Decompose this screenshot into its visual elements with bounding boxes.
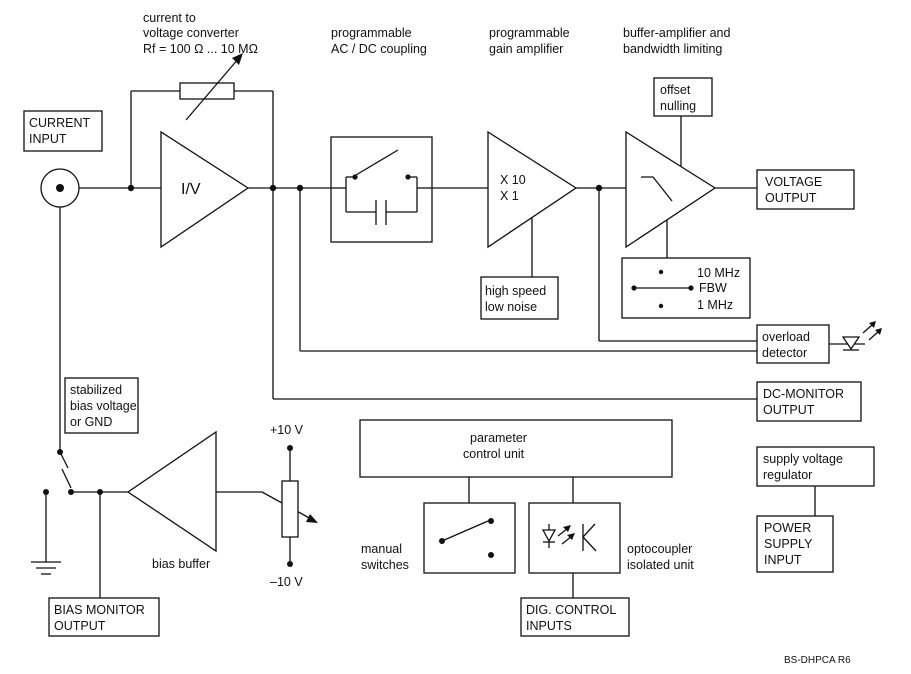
ground-icon xyxy=(31,561,61,575)
svg-text:DC-MONITOR: DC-MONITOR xyxy=(763,387,844,401)
svg-text:INPUTS: INPUTS xyxy=(526,619,572,633)
svg-text:isolated unit: isolated unit xyxy=(627,558,694,572)
svg-text:optocoupler: optocoupler xyxy=(627,542,692,556)
svg-text:high speed: high speed xyxy=(485,284,546,298)
svg-text:programmable: programmable xyxy=(331,26,412,40)
input-connector-icon xyxy=(40,168,80,208)
svg-text:I/V: I/V xyxy=(181,181,201,198)
svg-text:offset: offset xyxy=(660,83,691,97)
svg-text:FBW: FBW xyxy=(699,281,727,295)
iv-amplifier: I/V xyxy=(160,130,250,249)
dc-monitor-output-box: DC-MONITOR OUTPUT xyxy=(756,381,862,422)
revision-label: BS-DHPCA R6 xyxy=(784,655,851,666)
signal-wires xyxy=(79,90,757,400)
svg-text:+10 V: +10 V xyxy=(270,423,304,437)
svg-text:voltage converter: voltage converter xyxy=(143,26,239,40)
svg-text:10 MHz: 10 MHz xyxy=(697,266,740,280)
svg-text:buffer-amplifier and: buffer-amplifier and xyxy=(623,26,731,40)
svg-text:low noise: low noise xyxy=(485,300,537,314)
feedback-resistor-icon xyxy=(179,53,243,121)
svg-text:INPUT: INPUT xyxy=(764,553,802,567)
svg-text:bias buffer: bias buffer xyxy=(152,557,210,571)
buffer-amplifier xyxy=(625,116,717,258)
svg-text:OUTPUT: OUTPUT xyxy=(763,403,815,417)
svg-text:OUTPUT: OUTPUT xyxy=(54,619,106,633)
svg-text:CURRENT: CURRENT xyxy=(29,116,90,130)
svg-text:VOLTAGE: VOLTAGE xyxy=(765,175,822,189)
svg-text:regulator: regulator xyxy=(763,468,812,482)
svg-text:current to: current to xyxy=(143,11,196,25)
svg-text:X 1: X 1 xyxy=(500,189,519,203)
bias-select-box: stabilized bias voltage or GND xyxy=(64,377,139,434)
led-icon xyxy=(829,321,882,351)
svg-text:or GND: or GND xyxy=(70,415,112,429)
svg-text:bias voltage: bias voltage xyxy=(70,399,137,413)
noise-mode-box: high speed low noise xyxy=(480,276,559,320)
bias-monitor-output-box: BIAS MONITOR OUTPUT xyxy=(48,597,160,637)
junction-dots xyxy=(127,184,603,192)
svg-text:switches: switches xyxy=(361,558,409,572)
ac-dc-coupling-block xyxy=(330,136,433,243)
svg-text:X 10: X 10 xyxy=(500,173,526,187)
gain-heading: programmable gain amplifier xyxy=(489,26,570,56)
svg-text:overload: overload xyxy=(762,330,810,344)
svg-text:–10 V: –10 V xyxy=(270,575,303,589)
bias-switch-contacts xyxy=(43,449,103,495)
dig-control-inputs-box: DIG. CONTROL INPUTS xyxy=(520,597,630,637)
voltage-output-box: VOLTAGE OUTPUT xyxy=(756,169,855,210)
coupling-heading: programmable AC / DC coupling xyxy=(331,26,427,56)
svg-text:1 MHz: 1 MHz xyxy=(697,298,733,312)
svg-text:BIAS MONITOR: BIAS MONITOR xyxy=(54,603,145,617)
current-input-box: CURRENT INPUT xyxy=(23,110,103,152)
svg-text:SUPPLY: SUPPLY xyxy=(764,537,813,551)
overload-detector-box: overload detector xyxy=(756,324,830,364)
svg-text:bandwidth limiting: bandwidth limiting xyxy=(623,42,722,56)
bandwidth-selector-box: 10 MHz FBW 1 MHz xyxy=(621,257,751,319)
svg-text:parameter: parameter xyxy=(470,431,527,445)
svg-text:POWER: POWER xyxy=(764,521,811,535)
parameter-control-box: parameter control unit xyxy=(359,419,673,503)
svg-text:INPUT: INPUT xyxy=(29,132,67,146)
gain-amplifier: X 10 X 1 xyxy=(487,130,578,277)
bias-potentiometer-icon: +10 V –10 V xyxy=(270,423,304,589)
svg-text:stabilized: stabilized xyxy=(70,383,122,397)
svg-text:Rf = 100 Ω ... 10 MΩ: Rf = 100 Ω ... 10 MΩ xyxy=(143,42,258,56)
optocoupler-box: optocoupler isolated unit xyxy=(528,502,694,598)
offset-nulling-box: offset nulling xyxy=(653,77,713,117)
svg-text:detector: detector xyxy=(762,346,807,360)
supply-regulator-box: supply voltage regulator xyxy=(756,446,875,516)
svg-text:manual: manual xyxy=(361,542,402,556)
svg-text:nulling: nulling xyxy=(660,99,696,113)
buffer-heading: buffer-amplifier and bandwidth limiting xyxy=(623,26,731,56)
svg-text:OUTPUT: OUTPUT xyxy=(765,191,817,205)
power-supply-input-box: POWER SUPPLY INPUT xyxy=(756,515,834,573)
svg-text:supply voltage: supply voltage xyxy=(763,452,843,466)
svg-text:control unit: control unit xyxy=(463,447,525,461)
manual-switches-box: manual switches xyxy=(361,502,516,574)
svg-text:programmable: programmable xyxy=(489,26,570,40)
svg-text:gain amplifier: gain amplifier xyxy=(489,42,563,56)
svg-text:DIG. CONTROL: DIG. CONTROL xyxy=(526,603,616,617)
converter-heading: current to voltage converter Rf = 100 Ω … xyxy=(143,11,258,56)
svg-text:AC / DC coupling: AC / DC coupling xyxy=(331,42,427,56)
